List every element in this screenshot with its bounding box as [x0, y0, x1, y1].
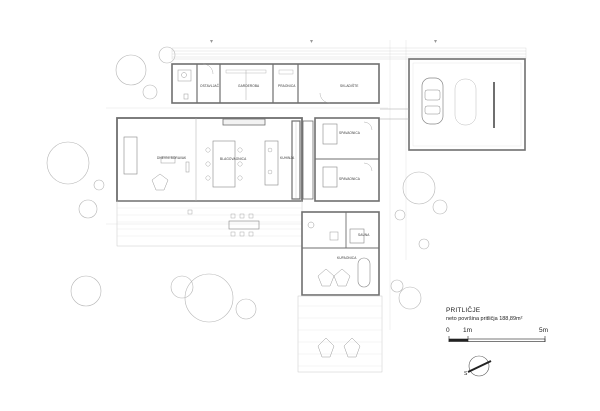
- walkway: [380, 108, 409, 120]
- scale-labels: 0 1m 5m: [446, 327, 552, 337]
- tree: [70, 275, 102, 307]
- north-arrow-label: S: [464, 371, 468, 377]
- axis-lines: [106, 40, 407, 330]
- legend-subtitle: neto površina pritličja 188,89m²: [446, 316, 523, 322]
- tree: [418, 238, 430, 250]
- tree: [158, 46, 176, 64]
- tree: [115, 54, 147, 86]
- service-wing: [171, 63, 380, 104]
- room-label-kitchen: KUHINJA: [280, 156, 295, 160]
- room-label-laundry: PRAONICA: [278, 84, 296, 88]
- tree: [394, 209, 406, 221]
- bathroom-wing: [301, 211, 380, 296]
- scale-bar: [448, 336, 546, 342]
- grid-markers: [210, 40, 437, 43]
- scale-label-five: 5m: [539, 327, 549, 334]
- parking-bay: [454, 78, 477, 126]
- tree: [402, 171, 436, 205]
- room-label-bedroom-one: SPAVAONICA: [339, 131, 361, 135]
- bedroom-wing: [302, 117, 380, 202]
- tree: [142, 84, 158, 100]
- room-labels: OSTAVLJAČ GARDEROBA PRAONICA SKLADIŠTE D…: [157, 83, 370, 260]
- south-deck: [116, 200, 303, 247]
- north-arrow-icon: S: [464, 355, 492, 377]
- tree: [78, 199, 98, 219]
- tree: [398, 286, 422, 310]
- living-wing: [116, 117, 303, 202]
- scale-label-zero: 0: [446, 327, 450, 334]
- north-terrace: [171, 47, 527, 60]
- car-icon: [421, 77, 444, 125]
- room-label-wardrobe: GARDEROBA: [238, 84, 260, 88]
- outdoor-table: [228, 220, 260, 230]
- tree: [432, 199, 448, 215]
- bathtub: [357, 257, 371, 288]
- tree: [93, 179, 105, 191]
- tree: [170, 275, 194, 299]
- room-label-dining: BLAGOVAONICA: [220, 157, 247, 161]
- room-label-entrance: OSTAVLJAČ: [200, 83, 220, 88]
- legend-title: PRITLIČJE: [446, 307, 481, 314]
- tree: [46, 141, 90, 185]
- trees: [46, 46, 448, 323]
- room-label-living: DNEVNI BORAVAK: [157, 156, 187, 160]
- lower-deck: [297, 295, 383, 373]
- tree: [184, 273, 234, 323]
- scale-label-one: 1m: [463, 327, 473, 334]
- tree: [390, 279, 404, 293]
- room-label-sauna: SAUNA: [358, 233, 370, 237]
- room-label-bedroom-two: SPAVAONICA: [339, 177, 361, 181]
- tree: [235, 298, 257, 320]
- garage: [408, 58, 526, 151]
- legend: PRITLIČJE neto površina pritličja 188,89…: [446, 307, 522, 323]
- room-label-bathroom: KUPAONICA: [337, 256, 357, 260]
- room-label-storage: SKLADIŠTE: [340, 83, 358, 88]
